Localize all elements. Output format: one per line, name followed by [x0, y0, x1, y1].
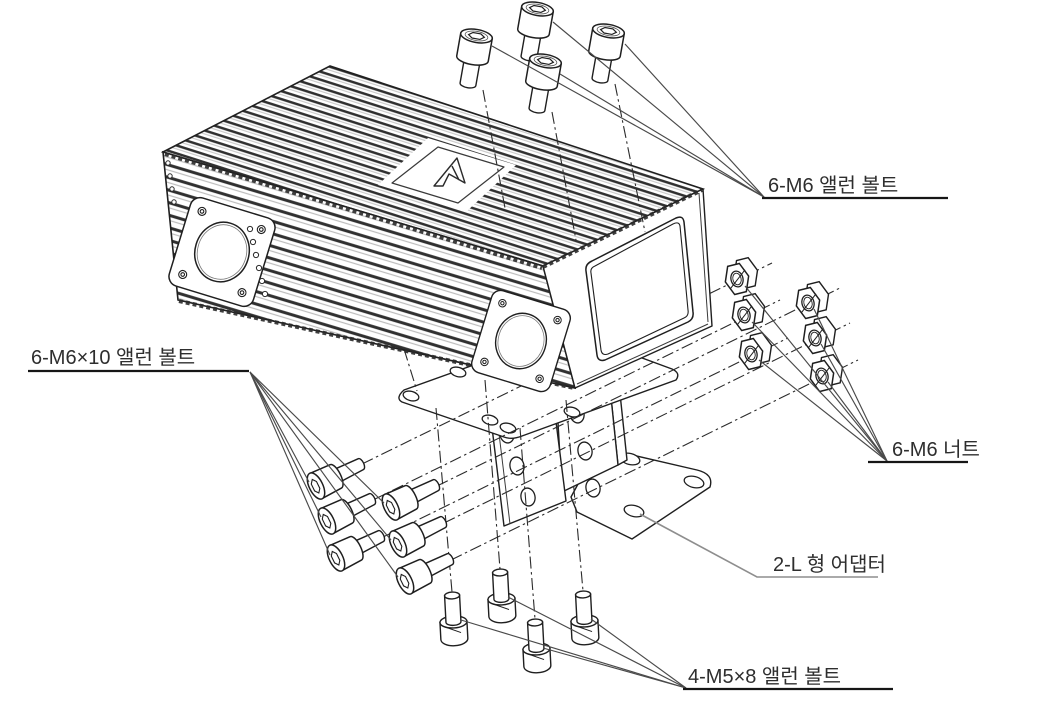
port-plate-left [168, 196, 276, 308]
center-lines-vertical-top [482, 83, 646, 241]
allen-bolt-m5x8 [485, 567, 517, 625]
bracket-hole [520, 487, 536, 507]
allen-bolt-m6x10 [377, 470, 446, 524]
face-edge-detail [576, 323, 709, 385]
allen-bolt-m6 [511, 0, 556, 65]
fin-serration-front-top [164, 152, 543, 270]
fin-serration-right-top [542, 188, 703, 269]
leader-line-adapter [639, 513, 878, 578]
center-lines-horizontal [361, 262, 859, 561]
allen-bolt-m6 [450, 26, 495, 92]
callout-adapter: 2-L 형 어댑터 [773, 553, 886, 576]
leader-lines-bottom-bolts [460, 596, 687, 689]
allen-bolt-m5x8 [568, 589, 600, 647]
port-screw-holes [480, 298, 562, 384]
port-plate-right [470, 289, 572, 393]
port-screw-holes [178, 206, 266, 298]
callout-nuts: 6-M6 너트 [892, 438, 980, 461]
front-window-face [542, 188, 713, 389]
leader-lines-nuts [744, 285, 888, 462]
callout-top-bolts: 6-M6 앨런 볼트 [768, 174, 898, 197]
leader-lines-top-bolts [491, 21, 765, 198]
vent-holes-row [246, 225, 269, 298]
hex-nut-m6 [791, 279, 834, 321]
callouts: 6-M6 앨런 볼트 6-M6×10 앨런 볼트 6-M6 너트 2-L 형 어… [28, 174, 980, 691]
optical-window-outer [585, 216, 694, 362]
device-body [160, 65, 713, 393]
allen-bolt-m5x8 [437, 590, 469, 648]
plate-hole [449, 366, 467, 378]
flange-slot-hole [623, 504, 645, 518]
port-opening [494, 312, 548, 370]
hex-nut-m6 [720, 255, 763, 297]
allen-bolt-m6 [519, 51, 564, 117]
callout-left-bolts: 6-M6×10 앨런 볼트 [31, 346, 195, 369]
left-allen-bolts [302, 449, 460, 598]
port-opening [193, 221, 251, 283]
hex-nut-m6 [727, 291, 770, 333]
hex-nut-m6 [734, 330, 777, 372]
plate-hole [402, 390, 420, 402]
bracket-hole [509, 456, 525, 476]
leader-lines-left-bolts [249, 371, 399, 578]
flange-slot-hole [683, 475, 705, 489]
optical-window-inner [590, 222, 689, 356]
m6-nuts [720, 255, 848, 394]
plate-hole [563, 406, 581, 418]
brand-logo-icon [433, 157, 466, 187]
face-edge-detail [698, 192, 709, 323]
edge-holes-row [165, 160, 177, 205]
allen-bolt-m6 [582, 21, 627, 87]
callout-bottom-bolts: 4-M5×8 앨런 볼트 [688, 665, 841, 688]
